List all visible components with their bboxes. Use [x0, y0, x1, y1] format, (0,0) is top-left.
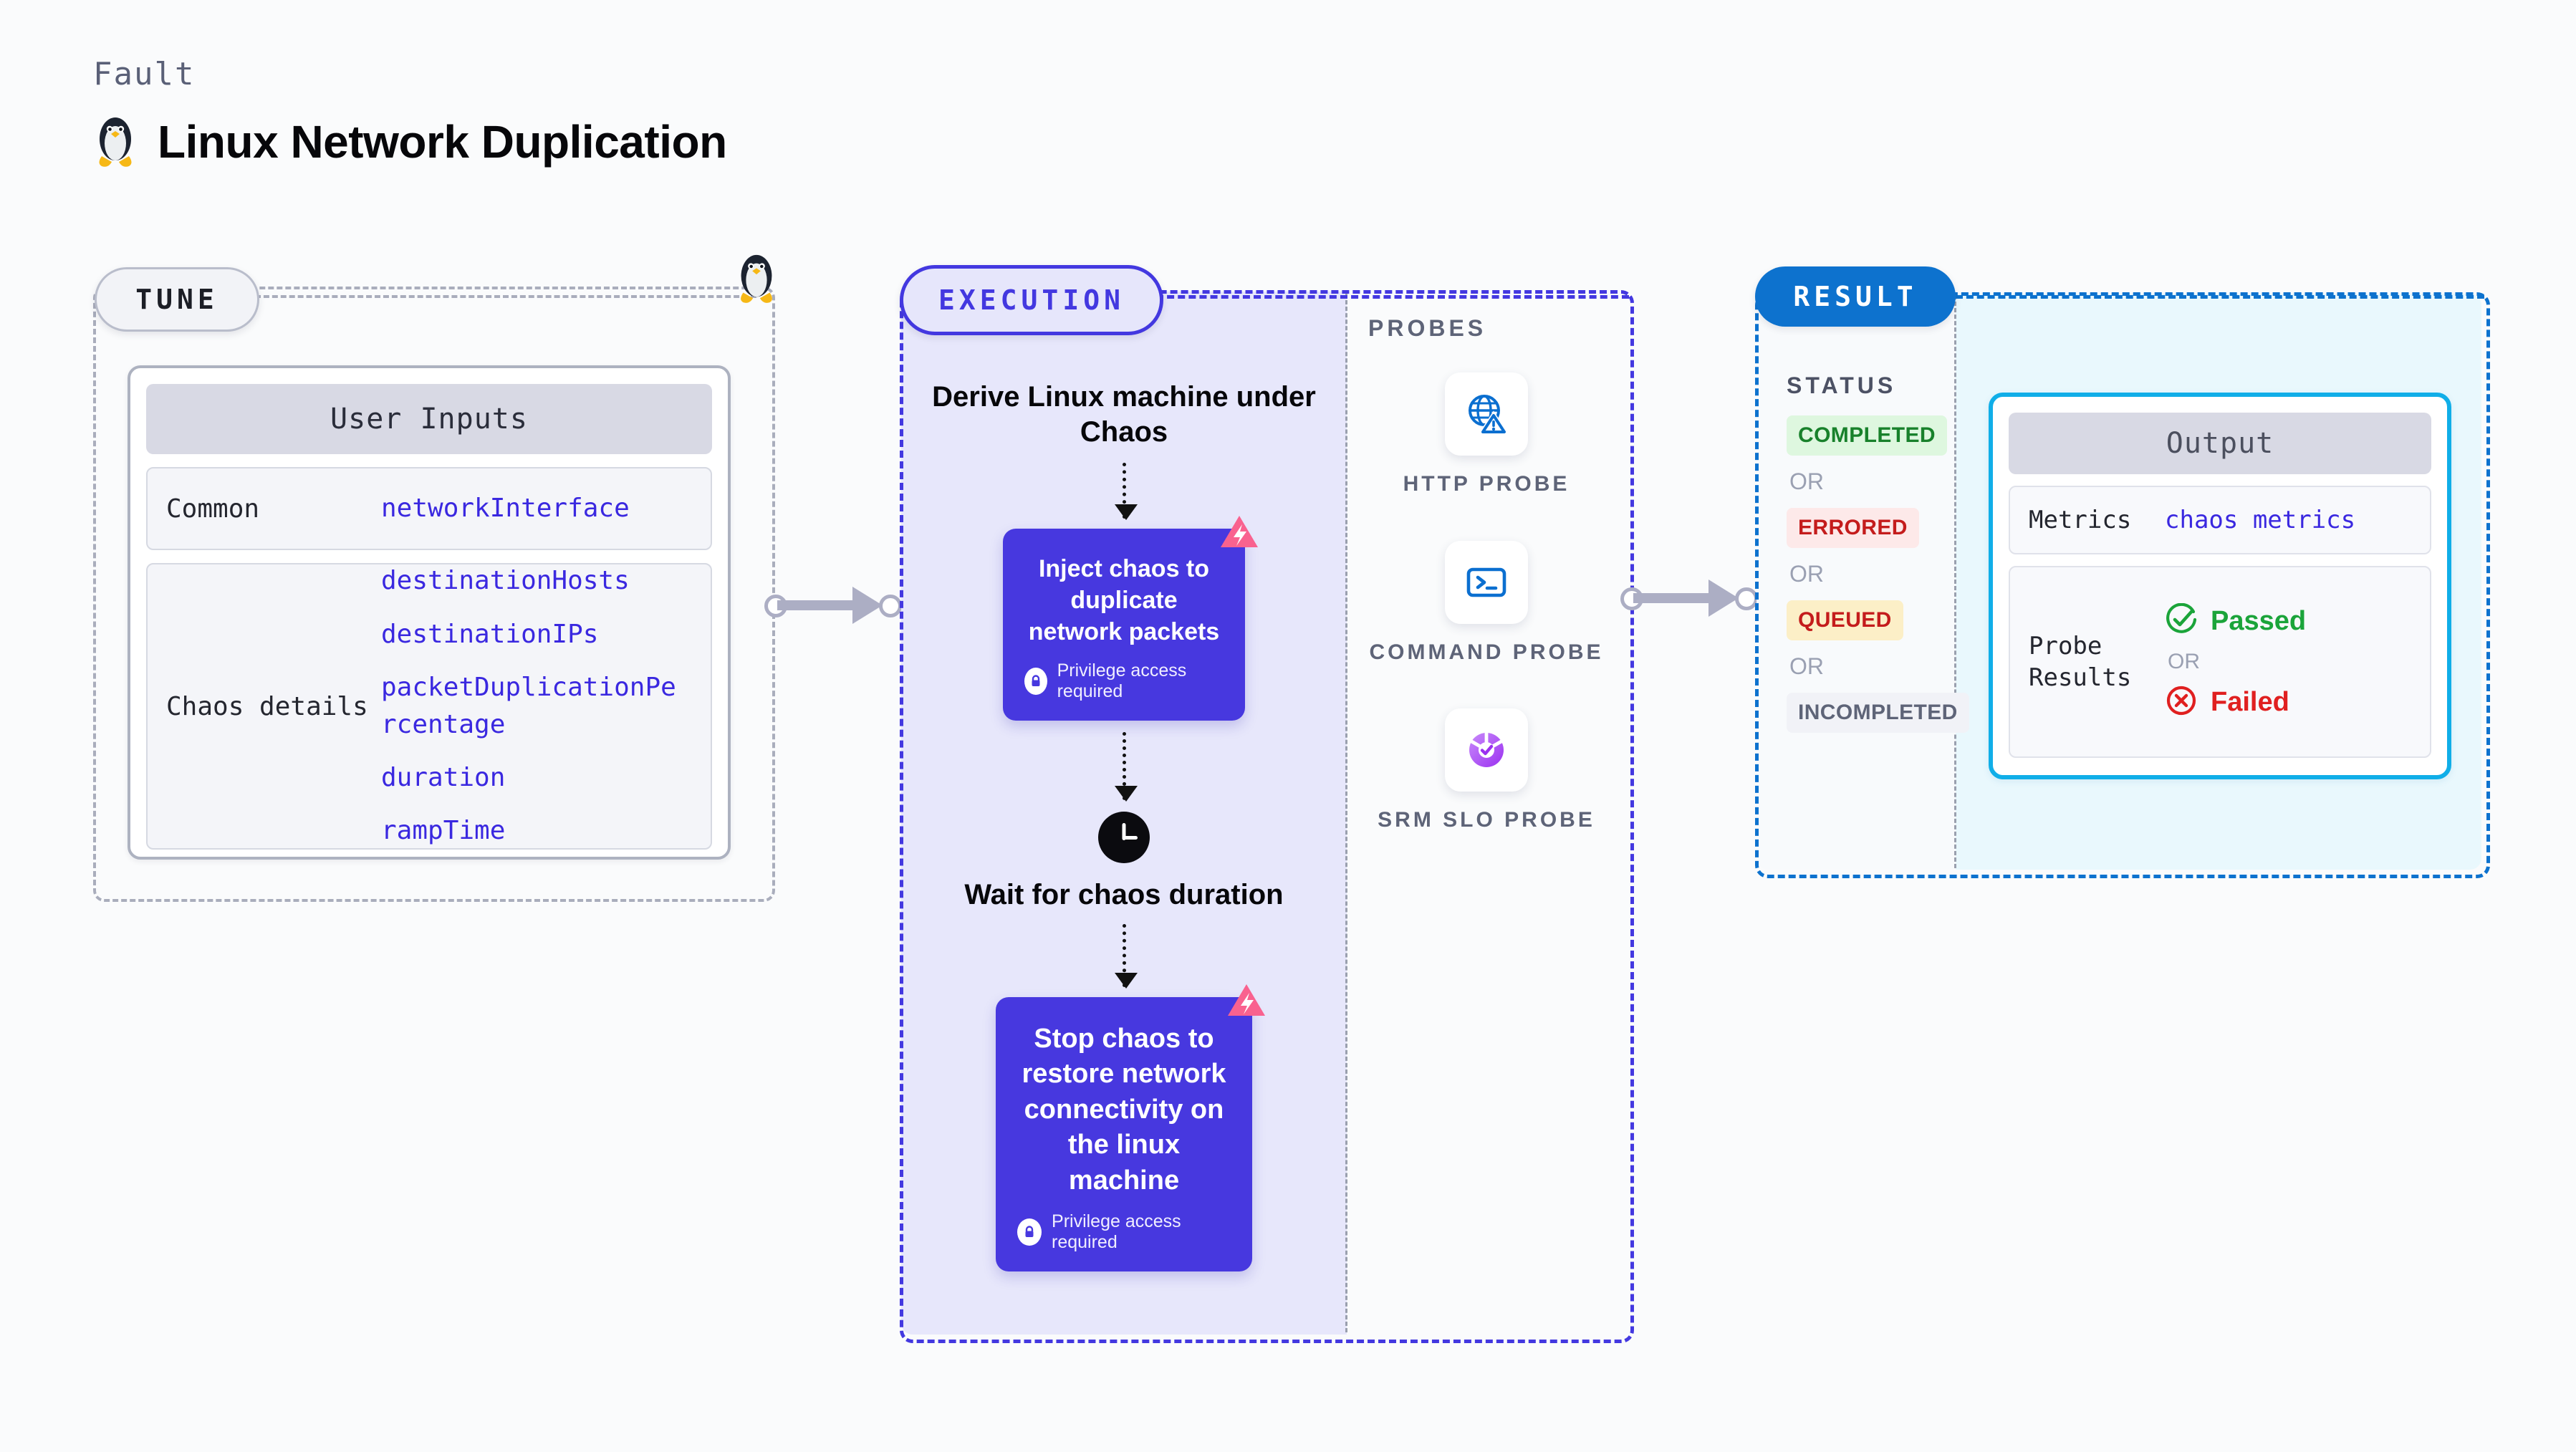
execution-step-inject-title: Inject chaos to duplicate network packet… [1028, 554, 1220, 645]
probe-command-label: COMMAND PROBE [1369, 640, 1604, 664]
probes-list: HTTP PROBE COMMAND PROBE [1361, 372, 1612, 835]
tune-row-chaos-details: Chaos details destinationHosts destinati… [146, 563, 712, 850]
x-circle-icon [2165, 684, 2198, 721]
lock-icon [1024, 668, 1047, 696]
tune-section-pill[interactable]: TUNE [95, 267, 259, 332]
status-badge-errored: ERRORED [1787, 508, 1919, 548]
probe-srm-slo[interactable]: SRM SLO PROBE [1378, 708, 1595, 835]
clock-icon [1098, 812, 1150, 864]
linux-penguin-icon [93, 115, 138, 169]
execution-step-inject-card[interactable]: Inject chaos to duplicate network packet… [1003, 515, 1258, 721]
tune-param-duration[interactable]: duration [381, 763, 506, 793]
flow-arrow-2 [1114, 732, 1138, 802]
output-title: Output [2009, 413, 2431, 474]
connector-arrowhead [852, 587, 883, 624]
litmus-chaos-icon [1224, 980, 1269, 1026]
output-probe-label: Probe Results [2029, 631, 2132, 692]
tune-param-destinationhosts[interactable]: destinationHosts [381, 566, 630, 596]
status-badge-queued: QUEUED [1787, 600, 1903, 640]
execution-top-dashed-line [1156, 295, 1629, 299]
status-divider-line [1954, 295, 1956, 868]
user-inputs-title: User Inputs [146, 384, 712, 454]
privilege-badge-inject: Privilege access required [1024, 660, 1224, 702]
output-row-metrics: Metrics chaos metrics [2009, 486, 2431, 554]
execution-step-wait-title: Wait for chaos duration [964, 879, 1284, 911]
connector-shaft [777, 600, 856, 610]
probe-result-passed: Passed [2165, 602, 2307, 640]
connector-end-dot [879, 595, 902, 617]
probe-result-failed: Failed [2165, 684, 2306, 721]
probes-divider-line [1345, 294, 1347, 1332]
probe-result-failed-label: Failed [2211, 687, 2289, 717]
result-section-box [1755, 292, 2490, 878]
status-badge-incompleted: INCOMPLETED [1787, 693, 1969, 733]
execution-section-box [900, 290, 1634, 1343]
user-inputs-card: User Inputs Common networkInterface Chao… [128, 365, 731, 860]
page-title: Linux Network Duplication [158, 116, 727, 168]
status-badge-completed: COMPLETED [1787, 415, 1947, 456]
probe-result-passed-label: Passed [2211, 606, 2307, 636]
linux-penguin-marker-icon [734, 252, 779, 309]
tune-row-chaos-label: Chaos details [166, 691, 368, 721]
result-status-fill [1756, 294, 1954, 870]
connector-arrowhead [1708, 580, 1739, 617]
slo-donut-check-icon [1444, 708, 1528, 792]
probe-command[interactable]: COMMAND PROBE [1369, 540, 1604, 668]
tune-row-common-label: Common [166, 494, 260, 524]
result-section-pill[interactable]: RESULT [1755, 266, 1956, 327]
tune-param-networkinterface[interactable]: networkInterface [381, 493, 630, 523]
privilege-text-inject: Privilege access required [1057, 660, 1187, 702]
probe-http[interactable]: HTTP PROBE [1403, 372, 1570, 499]
globe-warning-icon [1445, 372, 1528, 456]
privilege-text-stop: Privilege access required [1052, 1211, 1181, 1252]
tune-top-dashed-line [255, 295, 756, 298]
execution-step-stop-title: Stop chaos to restore network connectivi… [1022, 1023, 1226, 1196]
privilege-badge-stop: Privilege access required [1017, 1211, 1231, 1253]
litmus-chaos-icon [1216, 511, 1262, 557]
tune-param-packetduplicationpercentage[interactable]: packetDuplicationPercentage [381, 672, 676, 739]
probe-result-or: OR [2168, 650, 2200, 673]
execution-section-pill[interactable]: EXECUTION [900, 265, 1163, 335]
output-row-probe-results: Probe Results Passed OR [2009, 566, 2431, 758]
probe-http-label: HTTP PROBE [1403, 472, 1570, 496]
status-label: STATUS [1787, 372, 1897, 398]
status-list: COMPLETED OR ERRORED OR QUEUED OR INCOMP… [1787, 415, 1969, 733]
fault-kicker-label: Fault [93, 56, 196, 92]
output-metrics-value[interactable]: chaos metrics [2165, 506, 2356, 534]
terminal-icon [1445, 540, 1528, 624]
tune-section-box [93, 287, 775, 902]
check-circle-icon [2165, 602, 2198, 640]
probes-label: PROBES [1368, 315, 1487, 341]
lock-icon [1017, 1218, 1042, 1246]
tune-param-destinationips[interactable]: destinationIPs [381, 619, 599, 649]
page-title-row: Linux Network Duplication [93, 115, 727, 169]
execution-step-stop-card[interactable]: Stop chaos to restore network connectivi… [996, 984, 1265, 1271]
result-top-dashed-line [1956, 295, 2484, 299]
tune-row-common: Common networkInterface [146, 467, 712, 550]
status-or-2: OR [1789, 561, 1824, 587]
status-or-1: OR [1789, 468, 1824, 494]
output-metrics-label: Metrics [2029, 505, 2132, 534]
connector-shaft [1633, 593, 1712, 603]
output-card: Output Metrics chaos metrics Probe Resul… [1989, 393, 2451, 779]
tune-param-ramptime[interactable]: rampTime [381, 816, 506, 846]
status-or-3: OR [1789, 653, 1824, 679]
probe-srm-slo-label: SRM SLO PROBE [1378, 808, 1595, 832]
execution-flow: Derive Linux machine under Chaos Inject … [919, 380, 1329, 1271]
flow-arrow-3 [1114, 923, 1138, 989]
flow-arrow-1 [1114, 462, 1138, 520]
execution-step-derive-title: Derive Linux machine under Chaos [932, 381, 1316, 448]
